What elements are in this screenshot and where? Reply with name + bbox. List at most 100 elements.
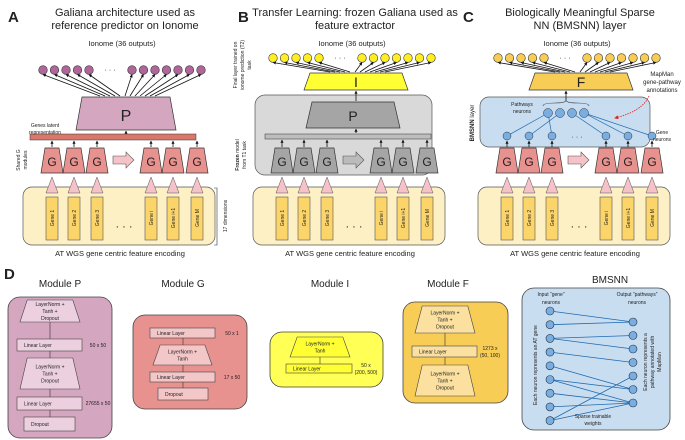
- gene-box: [621, 196, 635, 241]
- gene-box: [90, 196, 104, 241]
- outputs-label: Ionome (36 outputs): [543, 39, 611, 48]
- panel-letter: C: [463, 9, 474, 26]
- layer-label: Linear Layer: [293, 367, 321, 373]
- g-module-label: G: [299, 155, 308, 169]
- output-neuron: [628, 53, 638, 63]
- arrow: [532, 61, 571, 73]
- g-module: [415, 147, 439, 174]
- arrow: [318, 61, 351, 73]
- input-triangle: [166, 176, 180, 194]
- gene-neuron: [601, 131, 611, 141]
- top-module-label: I: [354, 74, 358, 90]
- arrow: [579, 62, 588, 73]
- input-triangle: [396, 176, 410, 194]
- arrow: [384, 61, 432, 73]
- sparse-weight-edge: [549, 402, 634, 408]
- output-neuron: [150, 65, 160, 75]
- gene-box: [420, 196, 434, 241]
- g-module-label: G: [422, 155, 431, 169]
- layer-label: LayerNorm +: [305, 342, 334, 348]
- input-triangle: [144, 176, 158, 194]
- final-layer-label: task: [247, 60, 253, 70]
- arrow: [359, 62, 374, 73]
- output-neuron: [49, 65, 60, 75]
- input-gene-neuron: [545, 347, 555, 357]
- g-module-label: G: [92, 155, 101, 169]
- mapman-label-3: annotations: [646, 88, 677, 94]
- layernorm-block: [19, 357, 81, 390]
- gene-label: Gene 2: [302, 210, 308, 227]
- gene-label: Gene 3: [95, 210, 101, 227]
- g-module-label: G: [524, 155, 533, 169]
- top-module-P: [75, 96, 177, 131]
- arrow: [139, 74, 167, 97]
- gene-neuron: [623, 131, 633, 141]
- layer-label: Dropout: [436, 386, 454, 392]
- outputs-label: Ionome (36 outputs): [318, 39, 386, 48]
- layer-label: Linear Layer: [157, 331, 185, 337]
- g-module: [540, 147, 564, 174]
- arrow: [509, 61, 561, 73]
- g-module-label: G: [277, 155, 286, 169]
- layer-label: Tanh +: [42, 372, 57, 378]
- gene-box: [545, 196, 559, 241]
- sparse-weight-edge: [549, 335, 634, 339]
- gene-box: [599, 196, 613, 241]
- panel-letter: A: [8, 9, 19, 26]
- shared-label-1: Shared G: [16, 149, 22, 171]
- layer-block: [23, 416, 76, 432]
- output-neuron: [426, 53, 436, 63]
- layer-label: Tanh +: [42, 309, 57, 315]
- panel-letter-d: D: [4, 266, 15, 283]
- layer-label: Dropout: [165, 392, 183, 398]
- output-label-1: Output “pathways”: [617, 292, 658, 298]
- left-note: Each neuron represents an AT gene: [533, 325, 539, 405]
- bmsnn-layer-label: BMSNN layer: [470, 105, 476, 142]
- sparse-weight-edge: [549, 375, 634, 421]
- dim-label: 27655 x 50: [86, 401, 111, 407]
- g-module-label: G: [623, 155, 632, 169]
- output-pathway-neuron: [628, 385, 638, 394]
- dim-label: 50 x 50: [90, 343, 107, 349]
- bmsnn-bold: BMSNN: [470, 119, 476, 141]
- layer-label: LayerNorm +: [430, 311, 459, 317]
- gene-neuron: [647, 131, 657, 141]
- layer-block: [16, 396, 83, 411]
- input-triangle: [500, 176, 514, 194]
- layer-label: LayerNorm +: [35, 302, 64, 308]
- mapman-label-2: gene-pathway: [643, 80, 681, 86]
- layer-block: [157, 387, 209, 401]
- input-gene-neuron: [545, 334, 555, 343]
- gene-label: Gene i: [604, 211, 610, 226]
- sparse-weight-edge: [549, 338, 634, 350]
- pathway-edge: [571, 112, 607, 137]
- g-module-label: G: [47, 155, 56, 169]
- gene-neuron: [524, 131, 534, 141]
- arrow: [369, 61, 397, 73]
- g-module-label: G: [398, 155, 407, 169]
- input-gene-neuron: [545, 361, 555, 371]
- output-pathway-neuron: [628, 331, 638, 340]
- latent-bar: [29, 133, 197, 141]
- gene-label: Gene 2: [527, 210, 533, 227]
- output-neuron: [196, 65, 206, 75]
- gene-box: [500, 196, 514, 241]
- right-note: MapMan: [657, 352, 663, 372]
- layer-label: Tanh +: [437, 379, 452, 385]
- pathway-edge: [583, 112, 629, 137]
- latent-label-2: representation: [29, 130, 61, 136]
- gene-box: [45, 196, 59, 241]
- gene-neurons-label-1: Gene: [656, 130, 668, 136]
- input-triangle: [320, 176, 334, 194]
- arrow: [42, 73, 101, 97]
- output-neuron: [639, 53, 650, 63]
- input-triangle: [645, 176, 659, 194]
- input-gene-neuron: [545, 375, 555, 384]
- input-triangle: [545, 176, 559, 194]
- pathways-label-1: Pathways: [511, 102, 533, 108]
- panel-title-line2: feature extractor: [315, 20, 395, 32]
